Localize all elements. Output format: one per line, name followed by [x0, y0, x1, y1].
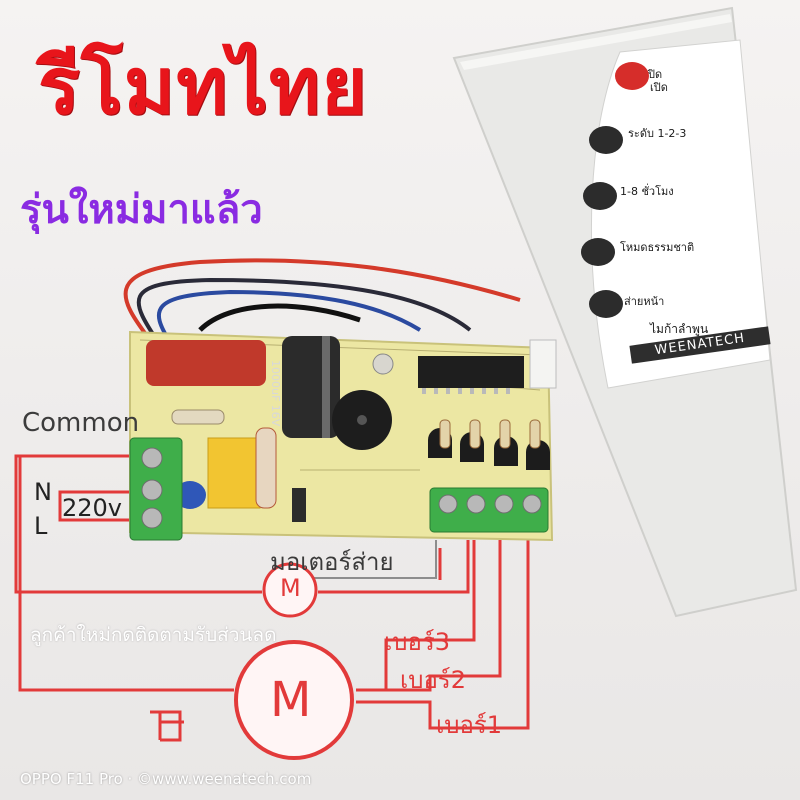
n-label: N — [34, 478, 52, 506]
remote-button-panel — [590, 39, 771, 389]
large-motor-symbol — [234, 640, 354, 760]
motor-swing-label: มอเตอร์ส่าย — [270, 548, 394, 576]
power-button — [615, 62, 649, 90]
timer-label: 1-8 ชั่วโมง — [620, 185, 674, 198]
page-subtitle: รุ่นใหม่มาแล้ว — [20, 187, 263, 233]
small-motor-symbol — [262, 562, 318, 618]
ic-chip — [418, 356, 524, 388]
pcb-wires — [123, 258, 521, 347]
power-label-line1: ปิด — [648, 68, 663, 81]
brand-thai-label: ไมก้าลำพูน — [650, 322, 709, 336]
nature-mode-label: โหมดธรรมชาติ — [620, 241, 695, 254]
power-label-line2: เปิด — [650, 81, 668, 94]
yellow-capacitor — [207, 437, 261, 509]
speed3-label: เบอร์3 — [384, 628, 451, 656]
film-capacitor — [146, 340, 266, 386]
small-motor-label: M — [280, 574, 301, 602]
page-title: รีโมทไทย — [38, 42, 368, 132]
level-label: ระดับ 1-2-3 — [628, 127, 687, 140]
customer-note: ลูกค้าใหม่กดติดตามรับส่วนลด — [30, 624, 277, 646]
motor-terminal-block — [429, 487, 549, 533]
level-button — [589, 126, 623, 154]
nature-mode-button — [581, 238, 615, 266]
watermark: OPPO F11 Pro · ©www.weenatech.com — [20, 770, 312, 788]
speed1-label: เบอร์1 — [436, 711, 503, 739]
wiring-lines — [14, 454, 530, 742]
capacitor-label: 1000uF 16V — [269, 360, 282, 427]
remote-control — [452, 6, 798, 618]
voltage-label: 220v — [62, 494, 123, 522]
timer-button — [583, 182, 617, 210]
swing-label: ส่ายหน้า — [624, 295, 665, 308]
l-label: L — [34, 512, 48, 540]
speed2-label: เบอร์2 — [400, 666, 467, 694]
electrolytic-capacitor — [282, 336, 340, 438]
large-motor-label: M — [270, 672, 312, 728]
common-label: Common — [22, 408, 140, 438]
swing-button — [589, 290, 623, 318]
